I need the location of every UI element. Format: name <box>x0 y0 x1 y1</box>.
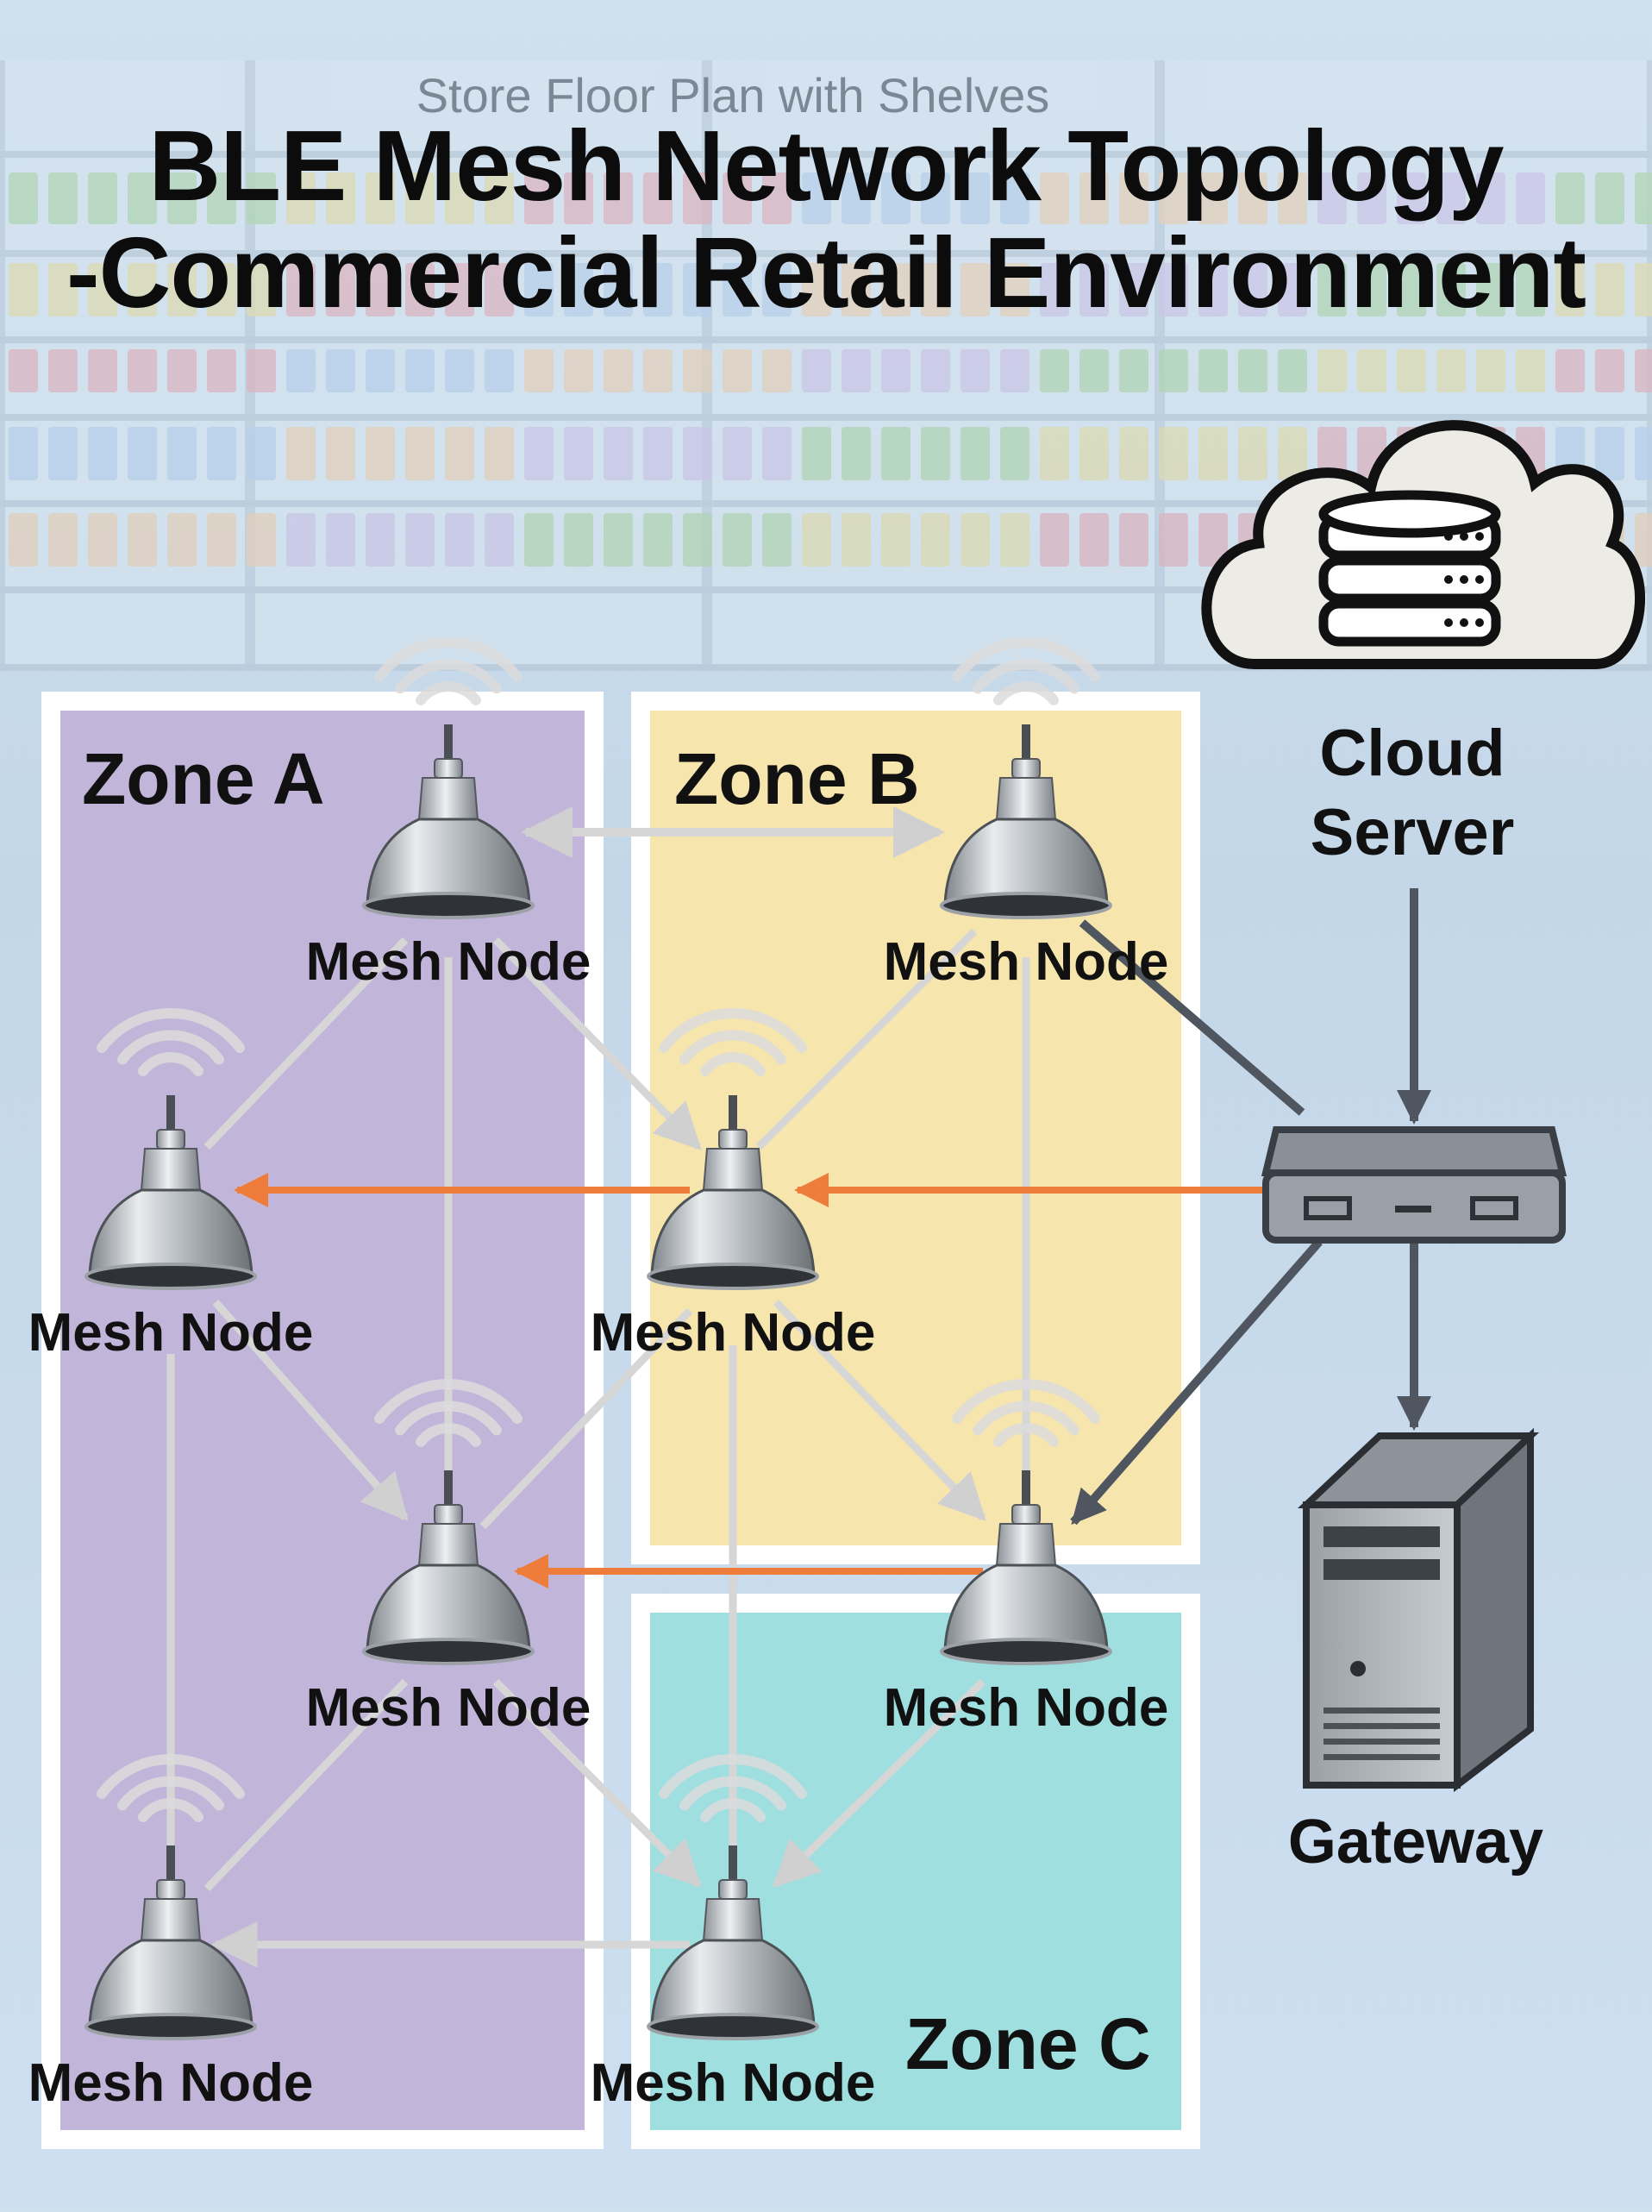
mesh-node-label: Mesh Node <box>305 1678 591 1738</box>
pendant-lamp-icon <box>84 1095 257 1290</box>
backbone-link-router-n6 <box>1070 1238 1323 1526</box>
pendant-lamp-icon <box>940 1470 1112 1665</box>
mesh-node-label: Mesh Node <box>28 2053 314 2113</box>
mesh-node-label: Mesh Node <box>590 1303 876 1363</box>
mesh-node-6[interactable] <box>940 1470 1112 1665</box>
cloud-database-icon[interactable] <box>1201 420 1646 669</box>
backbone-link-n2-router <box>1079 919 1305 1116</box>
title-line-2: -Commercial Retail Environment <box>66 216 1586 329</box>
wifi-signal-icon <box>97 1754 245 1822</box>
mesh-node-4[interactable] <box>647 1095 819 1290</box>
zone-a-label: Zone A <box>82 738 325 819</box>
pendant-lamp-icon <box>362 1470 535 1665</box>
zone-b-label: Zone B <box>674 738 920 819</box>
mesh-link-n6-n8 <box>773 1678 986 1888</box>
mesh-link-n1-n4 <box>492 937 702 1150</box>
pendant-lamp-icon <box>647 1845 819 2040</box>
wifi-signal-icon <box>952 1379 1100 1447</box>
mesh-link-n4-n6 <box>773 1299 986 1521</box>
floor-plan-label: Store Floor Plan with Shelves <box>416 68 1050 122</box>
mesh-node-8[interactable] <box>647 1845 819 2040</box>
server-tower-icon[interactable] <box>1297 1427 1540 1793</box>
wifi-signal-icon <box>952 637 1100 705</box>
wifi-signal-icon <box>659 1754 807 1822</box>
cloud-server-label-line-2: Server <box>1310 796 1515 869</box>
mesh-link-n4-n5 <box>479 1307 693 1530</box>
mesh-node-3[interactable] <box>84 1095 257 1290</box>
mesh-link-n2-n4 <box>755 928 978 1150</box>
router-icon[interactable] <box>1261 1126 1568 1244</box>
wifi-signal-icon <box>659 1008 807 1076</box>
mesh-link-n3-n5 <box>212 1300 409 1522</box>
wifi-signal-icon <box>374 637 523 705</box>
mesh-node-label: Mesh Node <box>883 932 1169 992</box>
cloud-server-label-line-1: Cloud <box>1319 717 1505 790</box>
pendant-lamp-icon <box>647 1095 819 1290</box>
mesh-node-7[interactable] <box>84 1845 257 2040</box>
mesh-node-label: Mesh Node <box>883 1678 1169 1738</box>
pendant-lamp-icon <box>84 1845 257 2040</box>
wifi-signal-icon <box>374 1379 523 1447</box>
mesh-node-label: Mesh Node <box>590 2053 876 2113</box>
title-line-1: BLE Mesh Network Topology <box>148 110 1504 222</box>
mesh-node-label: Mesh Node <box>28 1303 314 1363</box>
wifi-signal-icon <box>97 1008 245 1076</box>
mesh-link-n5-n8 <box>492 1678 702 1888</box>
pendant-lamp-icon <box>362 724 535 919</box>
mesh-node-5[interactable] <box>362 1470 535 1665</box>
mesh-link-n1-n3 <box>203 937 409 1150</box>
mesh-node-2[interactable] <box>940 724 1112 919</box>
mesh-node-1[interactable] <box>362 724 535 919</box>
mesh-node-label: Mesh Node <box>305 932 591 992</box>
diagram-title: BLE Mesh Network Topology -Commercial Re… <box>0 112 1652 326</box>
zone-c-area <box>650 1613 1181 2130</box>
mesh-link-n5-n7 <box>203 1678 409 1892</box>
zone-c-label: Zone C <box>905 2003 1151 2084</box>
pendant-lamp-icon <box>940 724 1112 919</box>
gateway-label: Gateway <box>1287 1808 1544 1877</box>
